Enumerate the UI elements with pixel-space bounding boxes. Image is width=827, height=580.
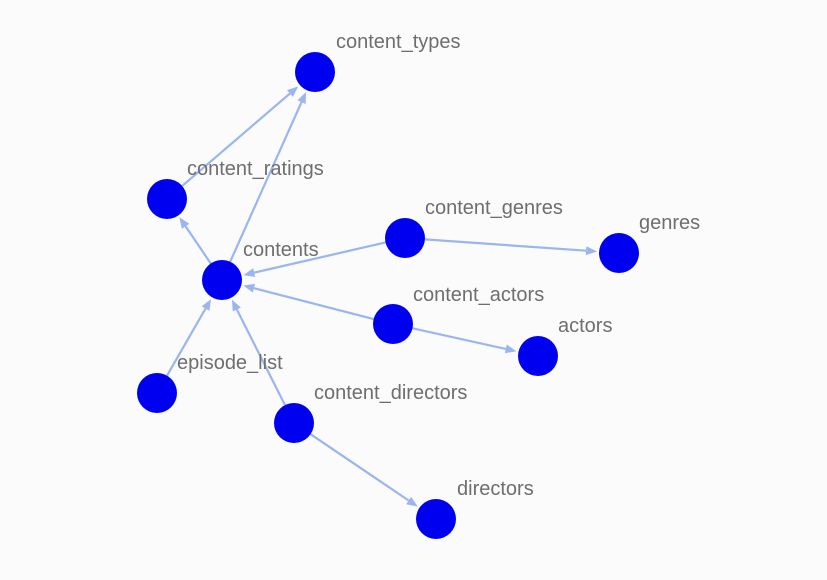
node-content_ratings[interactable] (147, 179, 187, 219)
node-actors[interactable] (518, 336, 558, 376)
node-content_directors[interactable] (274, 403, 314, 443)
arrowhead-icon (231, 299, 241, 312)
edge-content_genres-to-genres (424, 238, 598, 256)
edge-line (181, 92, 291, 187)
edge-line (229, 101, 303, 263)
edge-content_directors-to-directors (309, 433, 418, 507)
arrowhead-icon (287, 86, 299, 97)
node-content_actors[interactable] (373, 304, 413, 344)
edge-content_directors-to-contents (231, 299, 286, 406)
arrowhead-icon (179, 217, 190, 229)
edges-layer (166, 86, 598, 507)
labels-layer: content_types content_ratings contents cont… (177, 31, 700, 500)
nodes-layer (137, 52, 639, 539)
arrowhead-icon (504, 344, 517, 354)
node-label-episode_list[interactable]: episode_list (177, 352, 283, 374)
arrowhead-icon (243, 283, 256, 293)
arrowhead-icon (297, 92, 307, 104)
edge-line (166, 308, 207, 377)
node-episode_list[interactable] (137, 373, 177, 413)
node-label-content_ratings[interactable]: content_ratings (187, 158, 324, 180)
node-genres[interactable] (599, 233, 639, 273)
edge-line (412, 327, 507, 350)
node-directors[interactable] (416, 499, 456, 539)
edge-content_genres-to-contents (243, 241, 386, 278)
arrowhead-icon (243, 268, 256, 278)
edge-contents-to-content_ratings (179, 217, 212, 265)
edge-content_actors-to-actors (412, 327, 517, 354)
node-content_types[interactable] (295, 52, 335, 92)
arrowhead-icon (201, 299, 212, 311)
edge-line (235, 308, 286, 406)
node-label-content_directors[interactable]: content_directors (314, 382, 467, 404)
arrowhead-icon (406, 496, 418, 507)
arrowhead-icon (585, 246, 598, 256)
edge-line (253, 241, 386, 274)
edge-line (424, 238, 587, 252)
edge-line (309, 433, 410, 502)
node-label-content_actors[interactable]: content_actors (413, 284, 544, 306)
node-label-content_types[interactable]: content_types (336, 31, 461, 53)
edge-line (184, 225, 212, 265)
node-label-genres[interactable]: genres (639, 212, 700, 234)
node-label-contents[interactable]: contents (243, 239, 319, 261)
edge-line (253, 287, 374, 321)
edge-contents-to-content_types (229, 92, 307, 263)
node-label-directors[interactable]: directors (457, 478, 534, 500)
edge-content_actors-to-contents (243, 283, 374, 321)
node-contents[interactable] (202, 260, 242, 300)
node-content_genres[interactable] (385, 218, 425, 258)
edge-episode_list-to-contents (166, 299, 212, 377)
edge-content_ratings-to-content_types (181, 86, 299, 187)
node-label-actors[interactable]: actors (558, 315, 612, 337)
node-label-content_genres[interactable]: content_genres (425, 197, 563, 219)
